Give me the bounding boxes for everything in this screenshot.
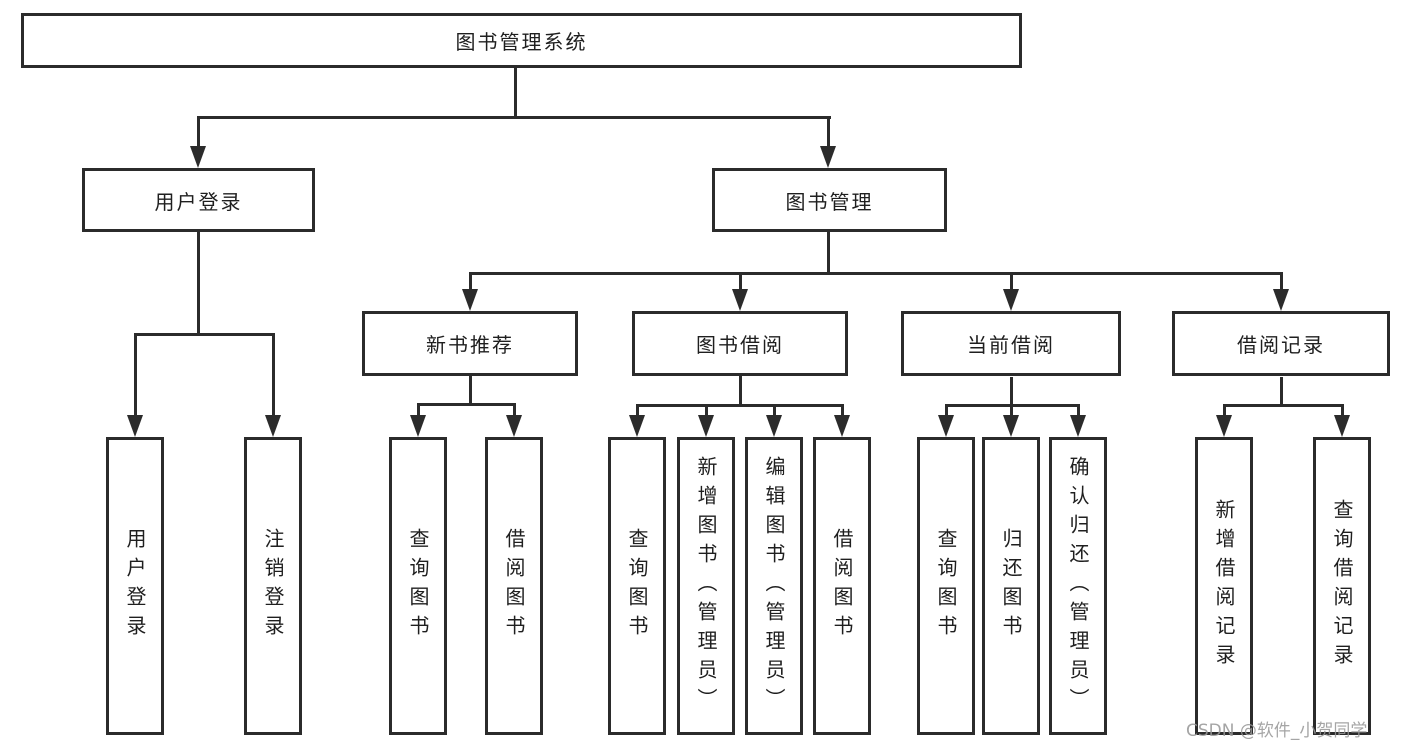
arrow-down-icon (629, 415, 645, 437)
edge-cb-drop (1010, 404, 1013, 417)
edge-bookmgmt-stem (827, 232, 830, 275)
node-user-login: 用户登录 (82, 168, 315, 232)
edge-bb-rail (636, 404, 844, 407)
edge-br-stem (1280, 377, 1283, 407)
leaf-bb-borrow-books-label: 借阅图书 (830, 528, 854, 644)
node-book-management-label: 图书管理 (785, 189, 874, 214)
edge-cb-drop (945, 404, 948, 417)
arrow-down-icon (1334, 415, 1350, 437)
arrow-down-icon (820, 146, 836, 168)
edge-bookmgmt-drop (1280, 272, 1283, 291)
arrow-down-icon (265, 415, 281, 437)
leaf-cb-confirm-return-admin-label: 确认归还（管理员） (1066, 455, 1090, 717)
arrow-down-icon (1070, 415, 1086, 437)
leaf-nbr-borrow-books-label: 借阅图书 (502, 528, 526, 644)
edge-cb-drop (1077, 404, 1080, 417)
edge-bb-drop (705, 404, 708, 417)
node-new-book-recommend: 新书推荐 (362, 311, 578, 376)
leaf-user-login: 用户登录 (106, 437, 164, 735)
node-user-login-label: 用户登录 (154, 189, 243, 214)
leaf-br-query-record: 查询借阅记录 (1313, 437, 1371, 735)
edge-root-stem (514, 68, 517, 118)
arrow-down-icon (938, 415, 954, 437)
leaf-bb-borrow-books: 借阅图书 (813, 437, 871, 735)
edge-userlogin-rail (134, 333, 275, 336)
leaf-logout-label: 注销登录 (261, 528, 285, 644)
node-current-borrow-label: 当前借阅 (967, 333, 1055, 357)
edge-br-drop (1223, 404, 1226, 417)
leaf-bb-add-books-admin: 新增图书（管理员） (677, 437, 735, 735)
leaf-cb-return-books: 归还图书 (982, 437, 1040, 735)
leaf-user-login-label: 用户登录 (123, 528, 147, 644)
edge-bookmgmt-drop (1010, 272, 1013, 291)
node-borrow-records-label: 借阅记录 (1237, 333, 1325, 357)
arrow-down-icon (698, 415, 714, 437)
node-root: 图书管理系统 (21, 13, 1022, 68)
node-book-management: 图书管理 (712, 168, 947, 232)
edge-bb-stem (739, 376, 742, 406)
leaf-nbr-borrow-books: 借阅图书 (485, 437, 543, 735)
arrow-down-icon (1003, 415, 1019, 437)
arrow-down-icon (506, 415, 522, 437)
arrow-down-icon (1273, 289, 1289, 311)
edge-bb-drop (773, 404, 776, 417)
csdn-watermark: CSDN @软件_小贺同学 (1186, 721, 1368, 741)
arrow-down-icon (834, 415, 850, 437)
edge-nbr-drop (417, 403, 420, 417)
leaf-br-add-record: 新增借阅记录 (1195, 437, 1253, 735)
leaf-bb-edit-books-admin: 编辑图书（管理员） (745, 437, 803, 735)
edge-bb-drop (636, 404, 639, 417)
leaf-bb-add-books-admin-label: 新增图书（管理员） (694, 455, 718, 717)
edge-userlogin-stem (197, 232, 200, 336)
edge-nbr-stem (469, 376, 472, 405)
node-root-label: 图书管理系统 (455, 30, 588, 54)
leaf-nbr-query-books: 查询图书 (389, 437, 447, 735)
edge-root-rail (197, 116, 831, 119)
edge-br-rail (1223, 404, 1344, 407)
leaf-logout: 注销登录 (244, 437, 302, 735)
node-book-borrow: 图书借阅 (632, 311, 848, 376)
node-book-borrow-label: 图书借阅 (696, 333, 784, 357)
leaf-bb-edit-books-admin-label: 编辑图书（管理员） (762, 455, 786, 717)
leaf-nbr-query-books-label: 查询图书 (406, 528, 430, 644)
leaf-cb-return-books-label: 归还图书 (999, 528, 1023, 644)
edge-nbr-rail (417, 403, 516, 406)
edge-userlogin-drop (272, 333, 275, 417)
leaf-bb-query-books-label: 查询图书 (625, 528, 649, 644)
node-current-borrow: 当前借阅 (901, 311, 1121, 376)
node-new-book-recommend-label: 新书推荐 (426, 333, 514, 357)
node-borrow-records: 借阅记录 (1172, 311, 1390, 376)
edge-cb-stem (1010, 377, 1013, 407)
leaf-br-add-record-label: 新增借阅记录 (1212, 499, 1236, 673)
leaf-cb-confirm-return-admin: 确认归还（管理员） (1049, 437, 1107, 735)
arrow-down-icon (766, 415, 782, 437)
edge-br-drop (1341, 404, 1344, 417)
arrow-down-icon (1003, 289, 1019, 311)
arrow-down-icon (462, 289, 478, 311)
leaf-br-query-record-label: 查询借阅记录 (1330, 499, 1354, 673)
edge-root-drop-left (197, 116, 200, 148)
arrow-down-icon (127, 415, 143, 437)
edge-bb-drop (841, 404, 844, 417)
edge-root-drop-right (827, 116, 830, 148)
arrow-down-icon (410, 415, 426, 437)
leaf-cb-query-books: 查询图书 (917, 437, 975, 735)
edge-nbr-drop (513, 403, 516, 417)
leaf-cb-query-books-label: 查询图书 (934, 528, 958, 644)
arrow-down-icon (190, 146, 206, 168)
arrow-down-icon (1216, 415, 1232, 437)
leaf-bb-query-books: 查询图书 (608, 437, 666, 735)
arrow-down-icon (732, 289, 748, 311)
edge-userlogin-drop (134, 333, 137, 417)
edge-bookmgmt-drop (739, 272, 742, 291)
edge-bookmgmt-drop (469, 272, 472, 291)
edge-bookmgmt-rail (469, 272, 1283, 275)
